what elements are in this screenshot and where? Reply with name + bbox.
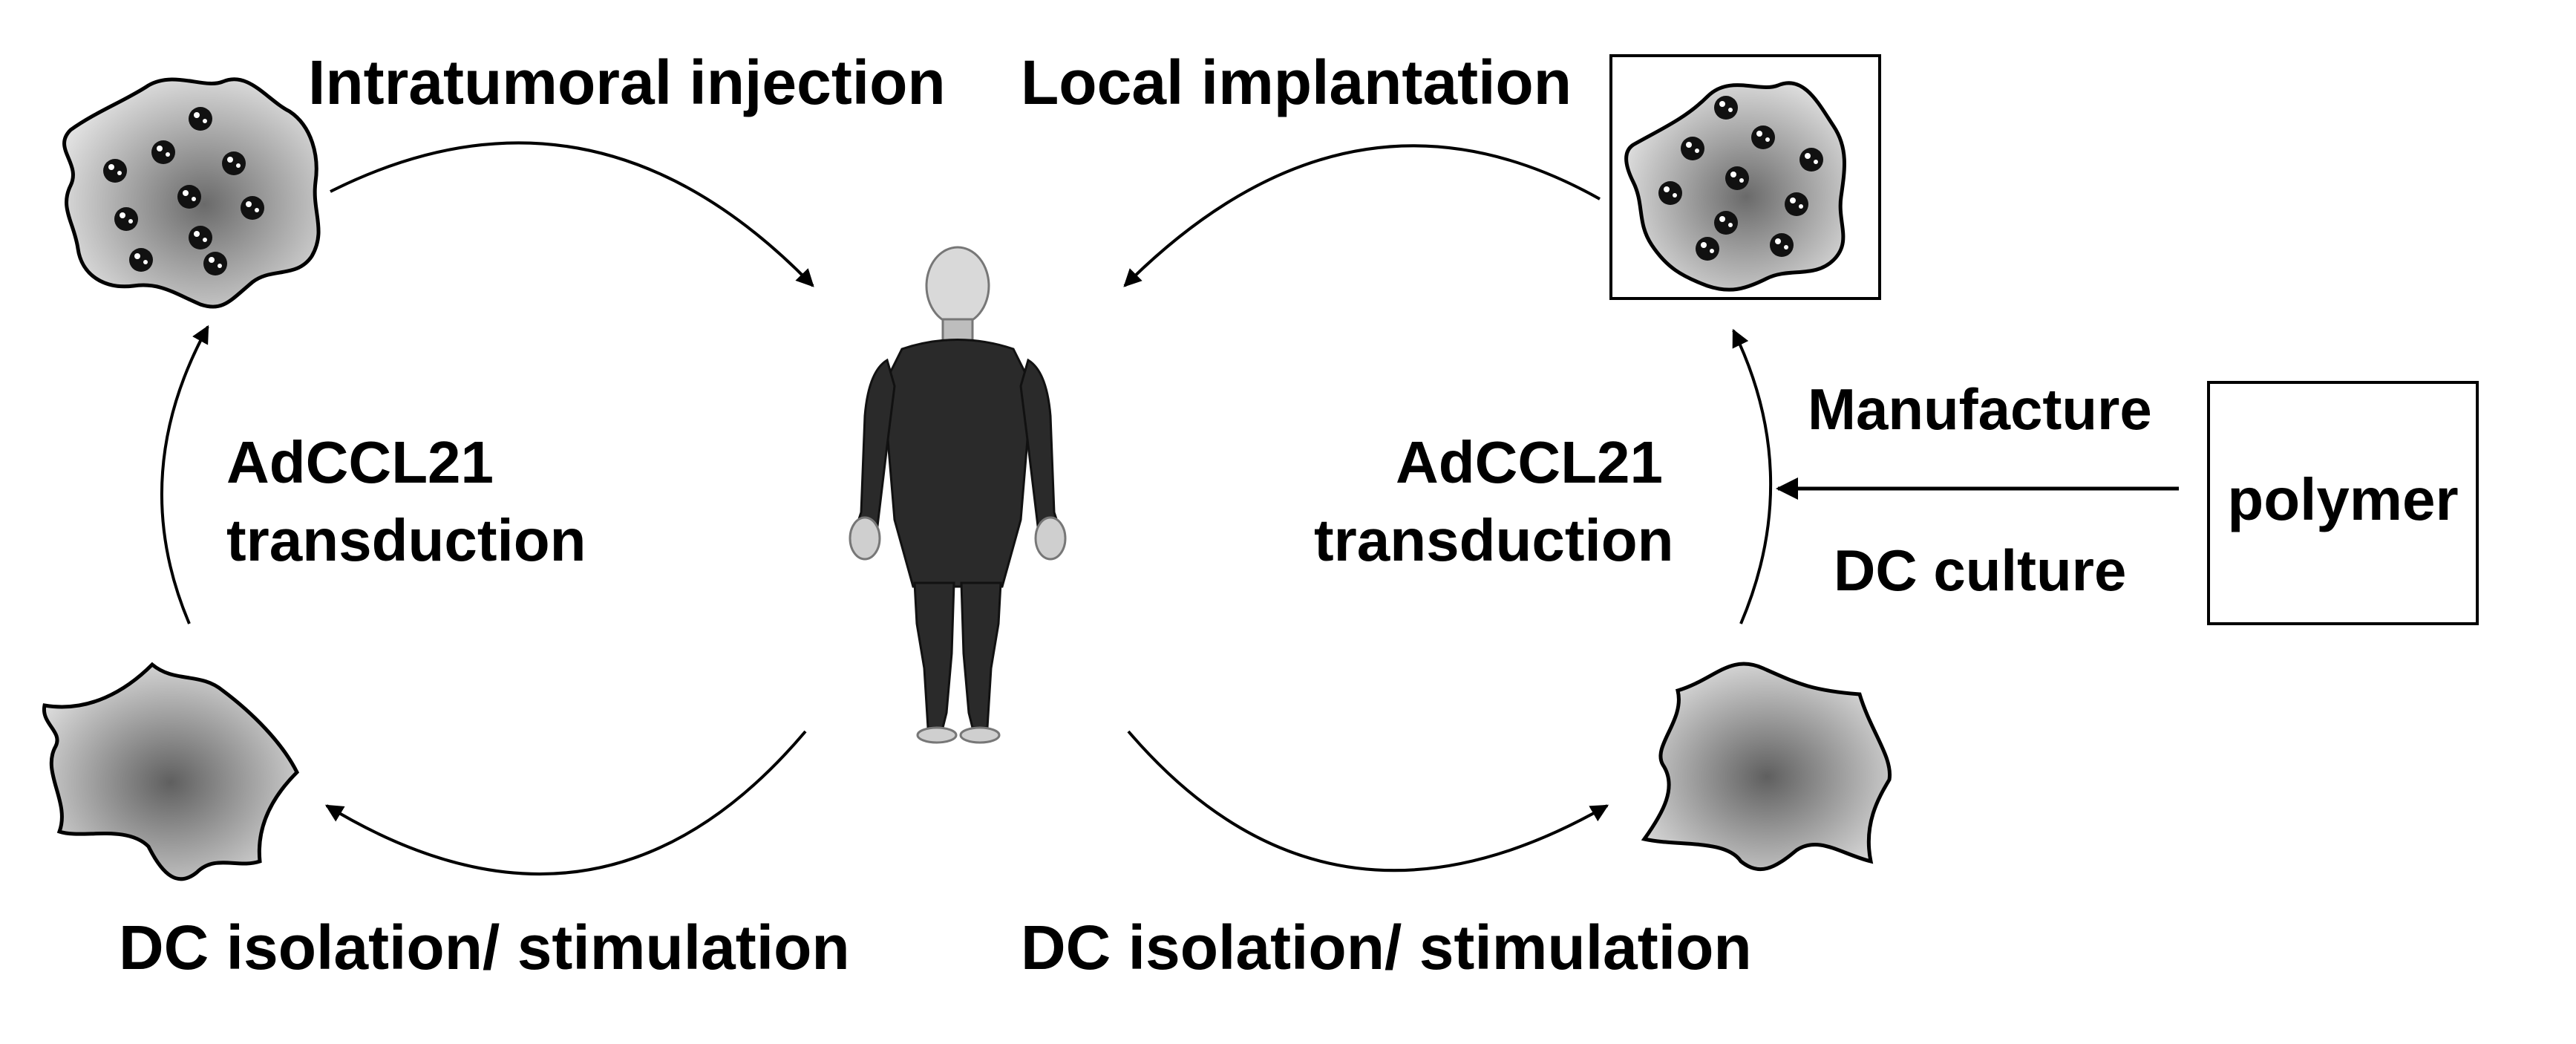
dendritic-cell-icon-left [42, 662, 300, 881]
label-left-transduction: transduction [226, 507, 586, 573]
label-right-adccl21: AdCCL21 [1396, 429, 1663, 495]
tumor-cell-icon-left [62, 77, 321, 309]
label-local-implantation: Local implantation [1021, 48, 1572, 117]
label-right-dc-isolation: DC isolation/ stimulation [1021, 913, 1752, 982]
arrow-left-top [330, 141, 814, 287]
label-intratumoral-injection: Intratumoral injection [308, 48, 946, 117]
label-right-transduction: transduction [1314, 507, 1673, 573]
arrow-left-bottom [324, 730, 807, 876]
dendritic-cell-icon-right [1641, 662, 1892, 872]
tumor-cell-icon-right [1609, 54, 1881, 300]
label-left-dc-isolation: DC isolation/ stimulation [119, 913, 850, 982]
arrow-left-side [160, 324, 209, 624]
label-manufacture: Manufacture [1808, 376, 2152, 442]
arrow-right-bottom [1127, 730, 1609, 872]
label-left-adccl21: AdCCL21 [226, 429, 494, 495]
human-figure-icon [849, 246, 1067, 744]
label-polymer: polymer [2227, 466, 2458, 532]
arrow-right-top [1123, 144, 1601, 287]
label-dc-culture: DC culture [1834, 538, 2126, 603]
arrow-right-side [1732, 328, 1773, 624]
polymer-box: polymer [2207, 381, 2479, 625]
